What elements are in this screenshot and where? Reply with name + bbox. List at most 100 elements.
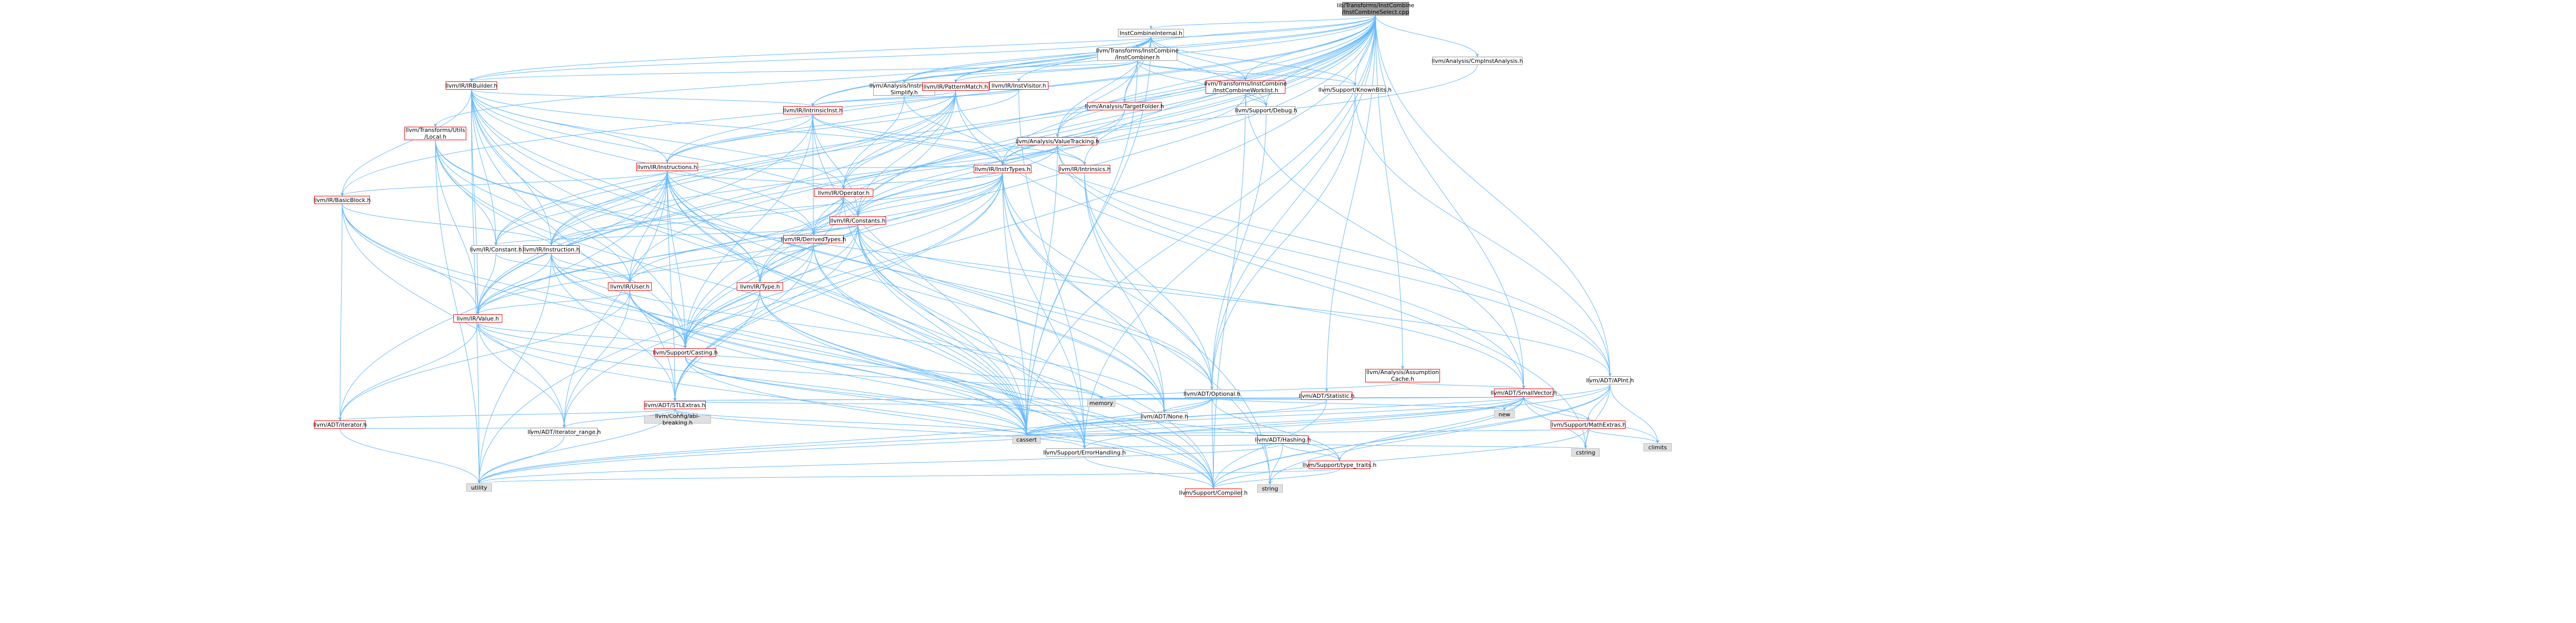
node-hashing[interactable]: llvm/ADT/Hashing.h (1255, 435, 1311, 444)
edge-root-to-icworklist (1244, 15, 1376, 81)
node-targetfolder[interactable]: llvm/Analysis/TargetFolder.h (1084, 102, 1164, 110)
edge-patternmatch-to-instructions (666, 90, 956, 163)
edge-irbuilder-to-basicblock (341, 89, 472, 196)
node-operator[interactable]: llvm/IR/Operator.h (814, 189, 873, 197)
edge-user-to-cassert (630, 290, 1028, 436)
edge-irbuilder-to-casting (471, 89, 687, 349)
edge-typetraits-to-compiler (1212, 468, 1340, 489)
edge-patternmatch-to-cstring (955, 90, 1587, 449)
edge-valtrack-to-cassert (1025, 145, 1058, 436)
edge-basicblock-to-cassert (342, 204, 1028, 436)
node-errorhandling[interactable]: llvm/Support/ErrorHandling.h (1043, 448, 1126, 457)
node-knownbits[interactable]: llvm/Support/KnownBits.h (1318, 86, 1392, 94)
node-iterator[interactable]: llvm/ADT/iterator.h (313, 420, 367, 429)
edge-irbuilder-to-none (471, 89, 1166, 413)
edge-operator-to-instruction (550, 196, 844, 246)
edge-operator-to-constants (843, 196, 859, 217)
edge-user-to-iterrange (563, 290, 630, 428)
edge-type-to-casting (684, 290, 760, 349)
node-intrinsics[interactable]: llvm/IR/Intrinsics.h (1058, 165, 1111, 173)
node-transforms-utils-local[interactable]: llvm/Transforms/Utils /Local.h (404, 127, 466, 140)
edge-instcombiner-to-patternmatch (954, 60, 1138, 83)
edge-irbuilder-to-constant (471, 89, 498, 246)
node-intrinsicinst[interactable]: llvm/IR/IntrinsicInst.h (783, 106, 843, 114)
node-stlextras[interactable]: llvm/ADT/STLExtras.h (644, 401, 706, 409)
node-valuetracking[interactable]: llvm/Analysis/ValueTracking.h (1015, 137, 1099, 145)
edge-intrinsicinst-to-casting (684, 114, 813, 349)
edge-intrinsicinst-to-constants (812, 114, 859, 217)
edge-optional-to-cassert (1025, 397, 1212, 436)
node-type[interactable]: llvm/IR/Type.h (737, 282, 783, 291)
edge-instructions-to-optional (667, 171, 1214, 390)
node-instcombineinternal[interactable]: InstCombineInternal.h (1118, 29, 1184, 37)
node-new: new (1494, 410, 1515, 418)
edge-root-to-type (758, 15, 1376, 283)
node-none[interactable]: llvm/ADT/None.h (1140, 412, 1189, 420)
node-optional[interactable]: llvm/ADT/Optional.h (1183, 390, 1241, 398)
edge-instvisitor-to-errorh (1019, 89, 1086, 449)
edge-tulocal-to-utility (435, 140, 481, 484)
node-instruction[interactable]: llvm/IR/Instruction.h (522, 245, 580, 254)
edge-intrinsicinst-to-derived (811, 114, 815, 235)
edge-smallvec-to-cassert (1025, 396, 1524, 436)
edge-root-to-derived (812, 15, 1376, 235)
node-iterator-range[interactable]: llvm/ADT/iterator_range.h (527, 428, 601, 436)
edge-intrinsics-to-string (1084, 173, 1272, 485)
node-mathextras[interactable]: llvm/Support/MathExtras.h (1550, 420, 1626, 429)
edge-constant-to-value (476, 253, 496, 315)
edge-instcombiner-to-icworklist (1137, 60, 1247, 81)
node-statistic[interactable]: llvm/ADT/Statistic.h (1298, 392, 1355, 400)
node-patternmatch[interactable]: llvm/IR/PatternMatch.h (922, 82, 989, 91)
edge-constant-to-user (496, 253, 632, 283)
edge-ici-to-cassert (1025, 37, 1151, 436)
edge-mathextras-to-cassert (1025, 428, 1588, 436)
edge-tulocal-to-cassert (435, 140, 1028, 436)
node-debug[interactable]: llvm/Support/Debug.h (1235, 106, 1297, 114)
node-type-traits[interactable]: llvm/Support/type_traits.h (1302, 461, 1377, 469)
node-instcombiner[interactable]: llvm/Transforms/InstCombine /InstCombine… (1096, 47, 1179, 61)
edge-patternmatch-to-intrinsicinst (811, 90, 956, 107)
node-compiler[interactable]: llvm/Support/Compiler.h (1179, 489, 1248, 497)
node-casting[interactable]: llvm/Support/Casting.h (652, 348, 718, 357)
node-basicblock[interactable]: llvm/IR/BasicBlock.h (313, 196, 371, 204)
edge-apint-to-compiler (1212, 384, 1611, 489)
edge-value-to-iterator (338, 322, 478, 421)
node-derivedtypes[interactable]: llvm/IR/DerivedTypes.h (781, 235, 846, 243)
node-assumptioncache[interactable]: llvm/Analysis/Assumption Cache.h (1365, 369, 1440, 382)
edge-type-to-compiler (759, 290, 1215, 489)
edge-instructions-to-value (476, 171, 668, 315)
edge-insttypes-to-iterrange (563, 173, 1003, 428)
node-value[interactable]: llvm/IR/Value.h (453, 314, 502, 323)
node-instrtypes[interactable]: llvm/IR/InstrTypes.h (974, 165, 1031, 173)
edge-insttypes-to-string (1002, 173, 1272, 485)
node-instcombineworklist[interactable]: llvm/Transforms/InstCombine /InstCombine… (1204, 80, 1287, 94)
edge-valtrack-to-operator (842, 145, 1058, 189)
node-abi-breaking: llvm/Config/abi-breaking.h (644, 413, 711, 426)
edge-insttypes-to-instruction (550, 173, 1003, 246)
edge-instcombiner-to-knownbits (1137, 60, 1357, 86)
edge-apint-to-climits (1609, 384, 1659, 444)
node-irbuilder[interactable]: llvm/IR/IRBuilder.h (445, 81, 498, 90)
node-constants[interactable]: llvm/IR/Constants.h (829, 216, 886, 225)
edge-intrinsicinst-to-intrinsics (812, 114, 1086, 165)
edge-assump-to-smallvec (1402, 382, 1526, 389)
edge-instruction-to-cassert (551, 253, 1028, 436)
node-constant[interactable]: llvm/IR/Constant.h (469, 245, 522, 254)
node-instvisitor[interactable]: llvm/IR/InstVisitor.h (989, 81, 1048, 90)
edge-insttypes-to-user (628, 173, 1003, 283)
edge-instructions-to-none (667, 171, 1166, 413)
edge-root-to-user (628, 15, 1376, 283)
edge-derived-to-casting (684, 243, 814, 349)
edge-root-to-irbuilder (470, 15, 1376, 82)
edge-apint-to-cstring (1584, 384, 1611, 449)
node-smallvector[interactable]: llvm/ADT/SmallVector.h (1490, 389, 1557, 397)
node-cmpinstanalysis[interactable]: llvm/Analysis/CmpInstAnalysis.h (1431, 57, 1523, 65)
node-instructions[interactable]: llvm/IR/Instructions.h (636, 163, 698, 171)
edge-instructions-to-cassert (667, 171, 1028, 436)
node-apint[interactable]: llvm/ADT/APInt.h (1586, 376, 1634, 384)
edge-intrinsics-to-optional (1084, 173, 1214, 390)
edge-intrinsicinst-to-insttypes (812, 114, 1004, 165)
edge-tulocal-to-user (435, 140, 632, 283)
node-user[interactable]: llvm/IR/User.h (608, 282, 652, 291)
edge-valtrack-to-insttypes (1001, 145, 1058, 165)
